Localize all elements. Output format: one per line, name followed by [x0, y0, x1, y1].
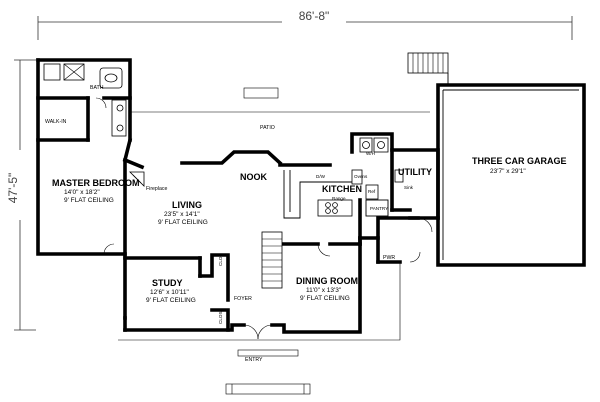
ovens-label: Ovens [354, 174, 368, 179]
porch-and-doors [103, 87, 433, 395]
kitchen-label: KITCHEN [322, 184, 362, 194]
bath-label: BATH [90, 85, 104, 91]
width-dimension: 86'-8" [299, 9, 330, 23]
entry-label: ENTRY [245, 357, 263, 363]
walkin-label: WALK-IN [45, 119, 67, 125]
pwr-label: PWR [383, 255, 395, 261]
depth-dimension: 47'-5" [6, 173, 20, 204]
garage-walls [407, 52, 586, 267]
wh-label: W/H [366, 151, 375, 156]
sink-label: Sink [404, 185, 414, 190]
range-label: Range [332, 196, 346, 201]
master-bedroom-name: MASTER BEDROOM [52, 178, 140, 188]
closet-label-2: CLOS [218, 311, 223, 324]
master-bedroom-ceiling: 9' FLAT CEILING [64, 197, 114, 204]
foyer-label: FOYER [234, 296, 252, 302]
bath-fixtures [43, 63, 127, 137]
fireplace-label: Fireplace [146, 186, 167, 192]
patio-label: PATIO [260, 125, 275, 131]
ref-label: Ref [368, 189, 376, 194]
dining-name: DINING ROOM [296, 276, 358, 286]
garage-size: 23'7" x 29'1" [490, 168, 526, 175]
nook-label: NOOK [240, 172, 268, 182]
dining-ceiling: 9' FLAT CEILING [300, 295, 350, 302]
fireplace [129, 171, 145, 187]
living-name: LIVING [172, 200, 202, 210]
garage-name: THREE CAR GARAGE [472, 156, 567, 166]
dining-size: 11'0" x 13'3" [306, 287, 342, 294]
room-labels: BATH WALK-IN MASTER BEDROOM 14'0" x 18'2… [45, 85, 567, 363]
closet-label: CLOS [218, 253, 223, 266]
pantry-label: PANTRY [370, 206, 388, 211]
dw-label: D/W [316, 174, 326, 179]
living-size: 23'5" x 14'1" [164, 211, 200, 218]
master-bedroom-size: 14'0" x 18'2" [64, 189, 100, 196]
study-size: 12'6" x 10'11" [150, 289, 189, 296]
living-ceiling: 9' FLAT CEILING [158, 219, 208, 226]
dimension-lines: 86'-8" 47'-5" [6, 8, 573, 331]
interior-walls [36, 96, 412, 332]
kitchen-fixtures [283, 137, 404, 219]
study-ceiling: 9' FLAT CEILING [146, 297, 196, 304]
exterior-walls [36, 58, 440, 334]
study-name: STUDY [152, 278, 183, 288]
utility-label: UTILITY [398, 167, 432, 177]
stairs [261, 231, 283, 289]
